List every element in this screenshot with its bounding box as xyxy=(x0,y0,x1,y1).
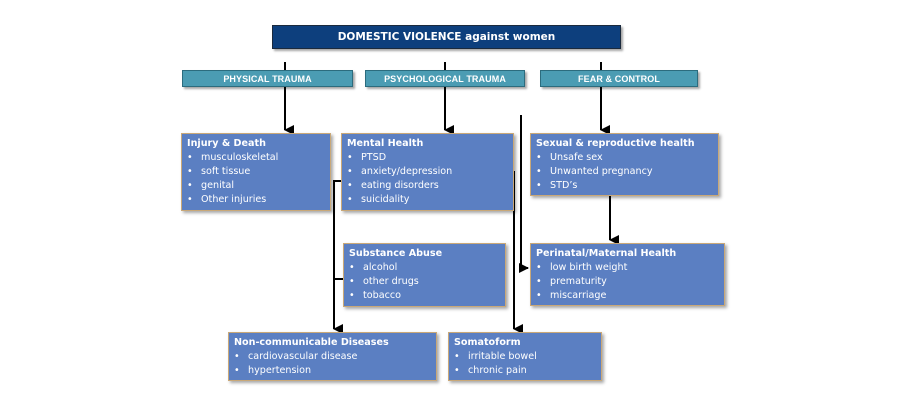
bullet: • xyxy=(187,152,193,163)
list-item: • cardiovascular disease xyxy=(234,350,431,364)
box-list: • low birth weight • prematurity • miscarri… xyxy=(536,261,719,303)
bullet: • xyxy=(349,276,355,287)
item-text: anxiety/depression xyxy=(361,166,453,177)
list-item: • soft tissue xyxy=(187,165,325,179)
category-psychological-trauma: PSYCHOLOGICAL TRAUMA xyxy=(365,70,525,87)
bullet: • xyxy=(187,194,193,205)
item-text: genital xyxy=(201,180,235,191)
bullet: • xyxy=(187,166,193,177)
bullet: • xyxy=(536,166,542,177)
box-heading: Non-communicable Diseases xyxy=(234,337,389,348)
item-text: other drugs xyxy=(363,276,419,287)
box-mental-health: Mental Health • PTSD • anxiety/depression … xyxy=(341,133,514,211)
bullet: • xyxy=(347,180,353,191)
box-list: • Unsafe sex • Unwanted pregnancy • STD’s xyxy=(536,151,713,193)
item-text: Other injuries xyxy=(201,194,267,205)
box-injury-death: Injury & Death • musculoskeletal • soft ti… xyxy=(181,133,331,211)
bullet: • xyxy=(536,276,542,287)
box-list: • alcohol • other drugs • tobacco xyxy=(349,261,500,303)
list-item: • prematurity xyxy=(536,275,719,289)
diagram-title: DOMESTIC VIOLENCE against women xyxy=(272,25,621,49)
box-list: • irritable bowel • chronic pain xyxy=(454,350,596,378)
bullet: • xyxy=(234,351,240,362)
item-text: cardiovascular disease xyxy=(248,351,358,362)
list-item: • musculoskeletal xyxy=(187,151,325,165)
box-heading: Substance Abuse xyxy=(349,248,443,259)
list-item: • PTSD xyxy=(347,151,508,165)
bullet: • xyxy=(454,351,460,362)
item-text: musculoskeletal xyxy=(201,152,279,163)
list-item: • other drugs xyxy=(349,275,500,289)
list-item: • low birth weight xyxy=(536,261,719,275)
list-item: • hypertension xyxy=(234,364,431,378)
list-item: • eating disorders xyxy=(347,179,508,193)
bullet: • xyxy=(347,152,353,163)
item-text: PTSD xyxy=(361,152,387,163)
bullet: • xyxy=(536,262,542,273)
arrow-mental-to-ncd xyxy=(333,180,343,334)
box-non-communicable-diseases: Non-communicable Diseases • cardiovascula… xyxy=(228,332,437,381)
box-heading: Perinatal/Maternal Health xyxy=(536,248,677,259)
list-item: • chronic pain xyxy=(454,364,596,378)
list-item: • tobacco xyxy=(349,289,500,303)
bullet: • xyxy=(536,290,542,301)
list-item: • Other injuries xyxy=(187,193,325,207)
bullet: • xyxy=(349,262,355,273)
item-text: prematurity xyxy=(550,276,607,287)
arrow-psychological-to-perinatal xyxy=(519,115,529,273)
list-item: • miscarriage xyxy=(536,289,719,303)
box-somatoform: Somatoform • irritable bowel • chronic pai… xyxy=(448,332,602,381)
item-text: Unwanted pregnancy xyxy=(550,166,653,177)
category-physical-trauma: PHYSICAL TRAUMA xyxy=(182,70,353,87)
box-sexual-reproductive-health: Sexual & reproductive health • Unsafe sex… xyxy=(530,133,719,196)
box-perinatal-maternal-health: Perinatal/Maternal Health • low birth wei… xyxy=(530,243,725,306)
box-heading: Injury & Death xyxy=(187,138,266,149)
box-list: • musculoskeletal • soft tissue • genital •… xyxy=(187,151,325,207)
box-heading: Somatoform xyxy=(454,337,521,348)
item-text: soft tissue xyxy=(201,166,251,177)
box-list: • cardiovascular disease • hypertension xyxy=(234,350,431,378)
bullet: • xyxy=(187,180,193,191)
list-item: • Unwanted pregnancy xyxy=(536,165,713,179)
list-item: • Unsafe sex xyxy=(536,151,713,165)
item-text: STD’s xyxy=(550,180,578,191)
box-heading: Sexual & reproductive health xyxy=(536,138,695,149)
item-text: suicidality xyxy=(361,194,410,205)
item-text: chronic pain xyxy=(468,365,527,376)
list-item: • anxiety/depression xyxy=(347,165,508,179)
bullet: • xyxy=(347,166,353,177)
box-list: • PTSD • anxiety/depression • eating disord… xyxy=(347,151,508,207)
item-text: tobacco xyxy=(363,290,402,301)
item-text: eating disorders xyxy=(361,180,439,191)
bullet: • xyxy=(536,152,542,163)
list-item: • STD’s xyxy=(536,179,713,193)
list-item: • irritable bowel xyxy=(454,350,596,364)
bullet: • xyxy=(347,194,353,205)
box-substance-abuse: Substance Abuse • alcohol • other drugs • t… xyxy=(343,243,506,307)
list-item: • alcohol xyxy=(349,261,500,275)
bullet: • xyxy=(454,365,460,376)
item-text: hypertension xyxy=(248,365,312,376)
bullet: • xyxy=(536,180,542,191)
bullet: • xyxy=(234,365,240,376)
category-fear-control: FEAR & CONTROL xyxy=(540,70,698,87)
item-text: Unsafe sex xyxy=(550,152,603,163)
item-text: irritable bowel xyxy=(468,351,537,362)
item-text: alcohol xyxy=(363,262,398,273)
item-text: miscarriage xyxy=(550,290,607,301)
list-item: • suicidality xyxy=(347,193,508,207)
bullet: • xyxy=(349,290,355,301)
box-heading: Mental Health xyxy=(347,138,424,149)
item-text: low birth weight xyxy=(550,262,628,273)
list-item: • genital xyxy=(187,179,325,193)
